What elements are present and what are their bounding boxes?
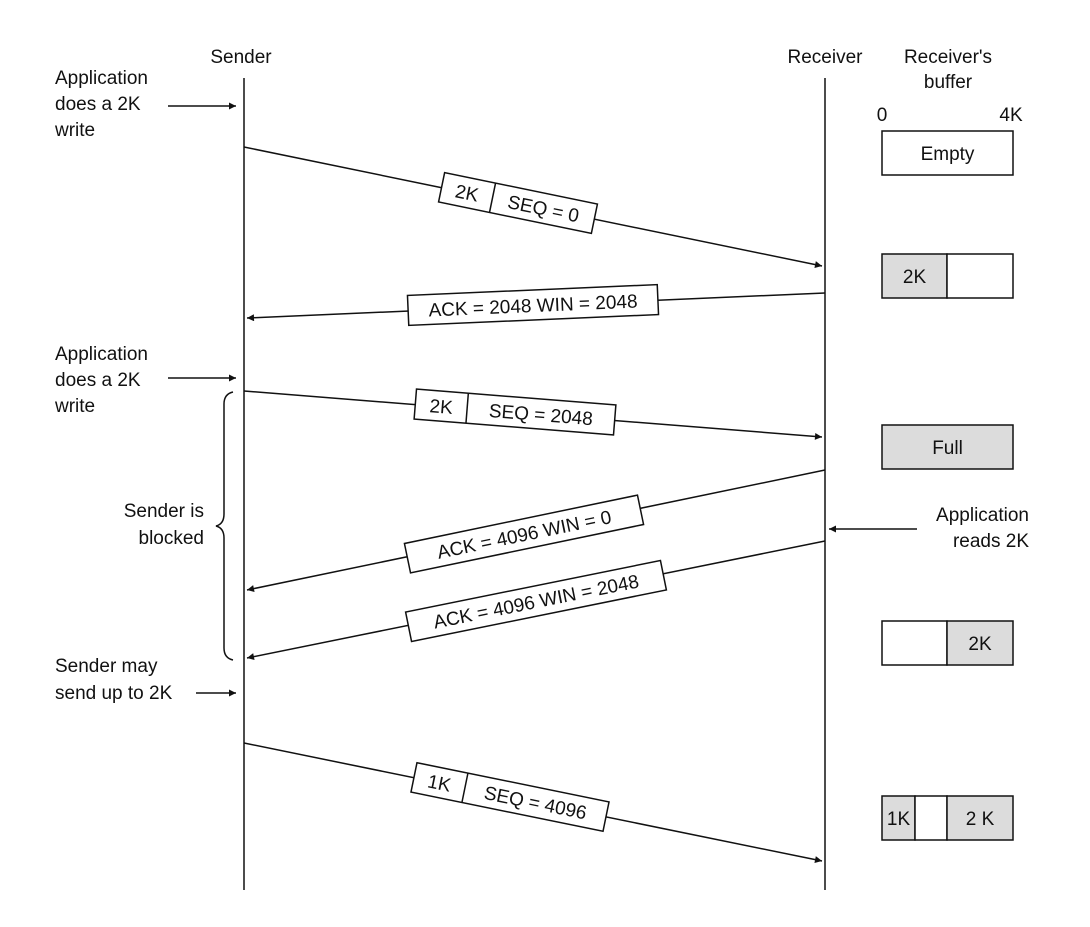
- buffer-cell-label: 1K: [887, 809, 911, 830]
- buffer-state-5: 1K 2 K: [881, 795, 1014, 841]
- buffer-scale-min: 0: [877, 105, 888, 126]
- buffer-cell-empty: [881, 620, 948, 666]
- message-label-box: [406, 283, 660, 327]
- message-cell-divider: [461, 772, 469, 803]
- buffer-header-line2: buffer: [924, 72, 973, 93]
- note-may-send: Sender may send up to 2K: [55, 656, 236, 704]
- svg-text:write: write: [54, 396, 95, 417]
- buffer-cell-filled: [881, 424, 1014, 470]
- message-cell-divider: [465, 393, 470, 424]
- message-label-box: [404, 559, 668, 643]
- svg-text:Application: Application: [936, 505, 1029, 526]
- segment-size-label: 1K: [426, 771, 453, 796]
- message-label: ACK = 4096 WIN = 0: [403, 494, 645, 574]
- buffer-state-1: Empty: [881, 130, 1014, 176]
- buffer-state-2: 2K: [881, 253, 1014, 299]
- message-label-box: [437, 171, 599, 235]
- svg-text:Sender may: Sender may: [55, 656, 158, 677]
- buffer-cell-label: 2 K: [966, 809, 995, 830]
- buffer-scale-max: 4K: [999, 105, 1023, 126]
- buffer-cell-filled: [946, 795, 1014, 841]
- buffer-state-3: Full: [881, 424, 1014, 470]
- blocked-brace: [215, 391, 234, 661]
- note-app-write-2: Application does a 2K write: [54, 344, 236, 417]
- buffer-cell-filled: [881, 253, 948, 299]
- message-cell-divider: [488, 182, 497, 213]
- message-label-box: [410, 761, 610, 833]
- buffer-header-line1: Receiver's: [904, 47, 992, 68]
- message-label-box: [403, 494, 645, 574]
- message-label: ACK = 2048 WIN = 2048: [406, 283, 660, 327]
- buffer-cell-label: 2K: [968, 634, 992, 655]
- buffer-cell-empty: [881, 130, 1014, 176]
- svg-text:does a 2K: does a 2K: [55, 94, 141, 115]
- message-2: ACK = 2048 WIN = 2048: [246, 283, 826, 327]
- message-4: ACK = 4096 WIN = 0: [246, 469, 826, 593]
- buffer-cell-empty: [914, 795, 948, 841]
- buffer-state-4: 2K: [881, 620, 1014, 666]
- svg-text:send up to 2K: send up to 2K: [55, 683, 173, 704]
- receiver-buffers: Empty 2K Full 2K 1K 2 K: [881, 130, 1014, 841]
- buffer-cell-filled: [946, 620, 1014, 666]
- receiver-header: Receiver: [788, 47, 864, 68]
- note-app-read: Application reads 2K: [829, 505, 1029, 552]
- svg-text:blocked: blocked: [139, 528, 205, 549]
- svg-text:reads 2K: reads 2K: [953, 531, 1029, 552]
- message-label: ACK = 4096 WIN = 2048: [404, 559, 668, 643]
- message-5: ACK = 4096 WIN = 2048: [246, 540, 826, 661]
- segment-size-label: 2K: [429, 396, 454, 419]
- svg-text:does a 2K: does a 2K: [55, 370, 141, 391]
- svg-text:Application: Application: [55, 68, 148, 89]
- segment-size-label: 2K: [453, 181, 480, 206]
- buffer-cell-empty: [946, 253, 1014, 299]
- buffer-cell-label: 2K: [903, 267, 927, 288]
- svg-text:Sender is: Sender is: [124, 501, 204, 522]
- buffer-cell-label: Full: [932, 438, 963, 459]
- note-sender-blocked: Sender is blocked: [124, 391, 234, 661]
- note-app-write-1: Application does a 2K write: [54, 68, 236, 141]
- message-label-box: [413, 388, 617, 436]
- svg-text:Application: Application: [55, 344, 148, 365]
- sender-header: Sender: [210, 47, 272, 68]
- svg-text:write: write: [54, 120, 95, 141]
- buffer-cell-label: Empty: [921, 144, 975, 165]
